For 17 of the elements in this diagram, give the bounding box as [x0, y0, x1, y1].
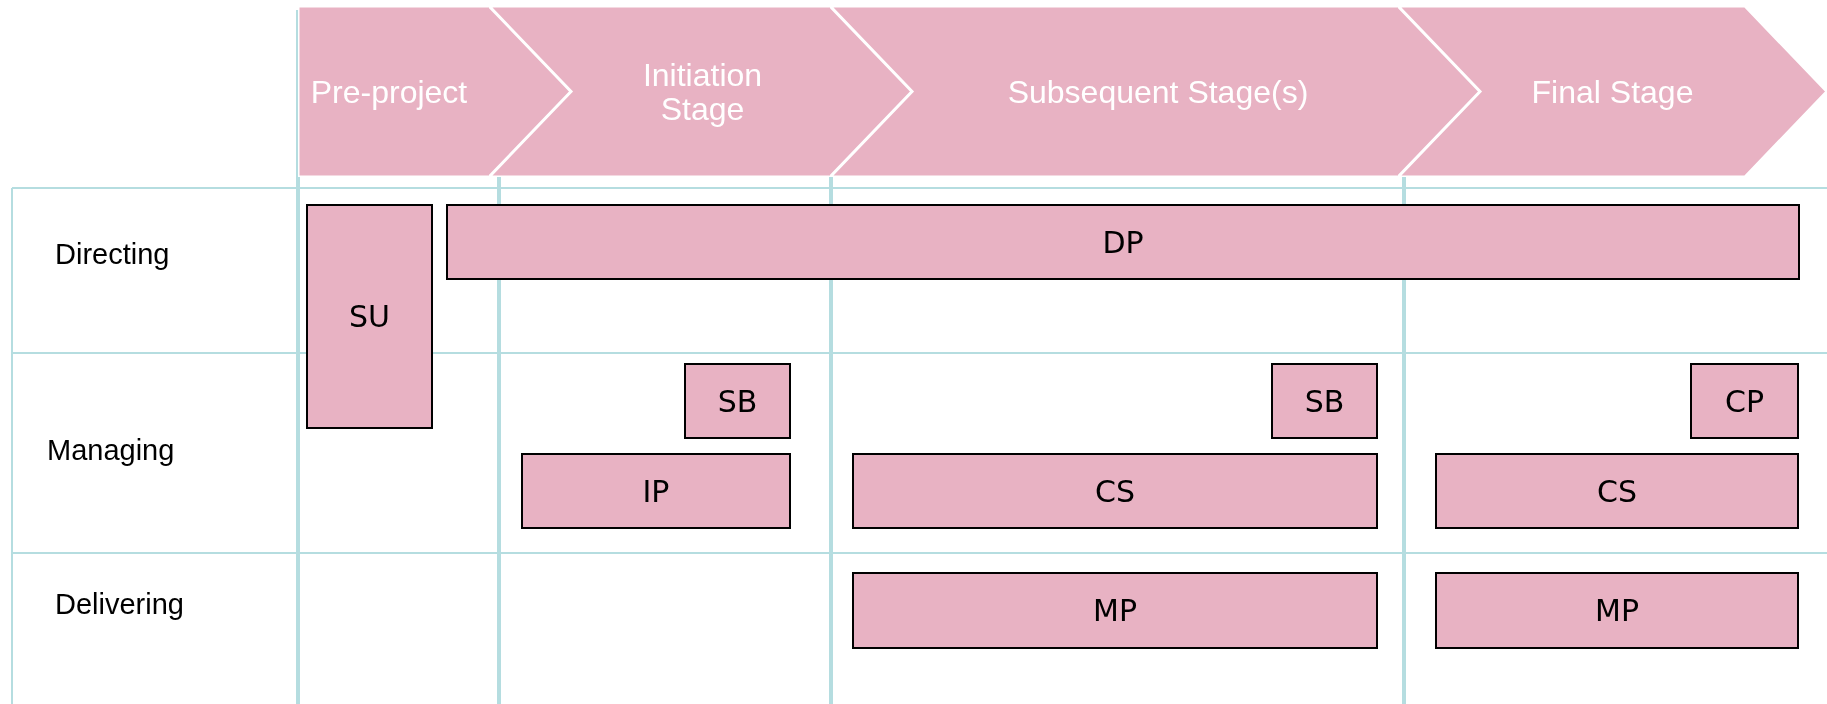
process-box: CS — [852, 453, 1378, 529]
process-box: MP — [1435, 572, 1799, 649]
stage-label: Pre-project — [310, 74, 468, 109]
process-box: IP — [521, 453, 791, 529]
process-box: SB — [1271, 363, 1378, 439]
process-box: MP — [852, 572, 1378, 649]
row-label: Delivering — [55, 588, 184, 621]
process-box: SB — [684, 363, 791, 439]
process-box: DP — [446, 204, 1800, 280]
stage-label: Subsequent Stage(s) — [1007, 74, 1309, 109]
process-box: CP — [1690, 363, 1799, 439]
stage-label: Initiation Stage — [641, 57, 764, 126]
process-box: CS — [1435, 453, 1799, 529]
row-label: Managing — [47, 434, 175, 467]
stage-label: Final Stage — [1531, 74, 1694, 109]
row-label: Directing — [55, 238, 170, 271]
process-box: SU — [306, 204, 433, 429]
